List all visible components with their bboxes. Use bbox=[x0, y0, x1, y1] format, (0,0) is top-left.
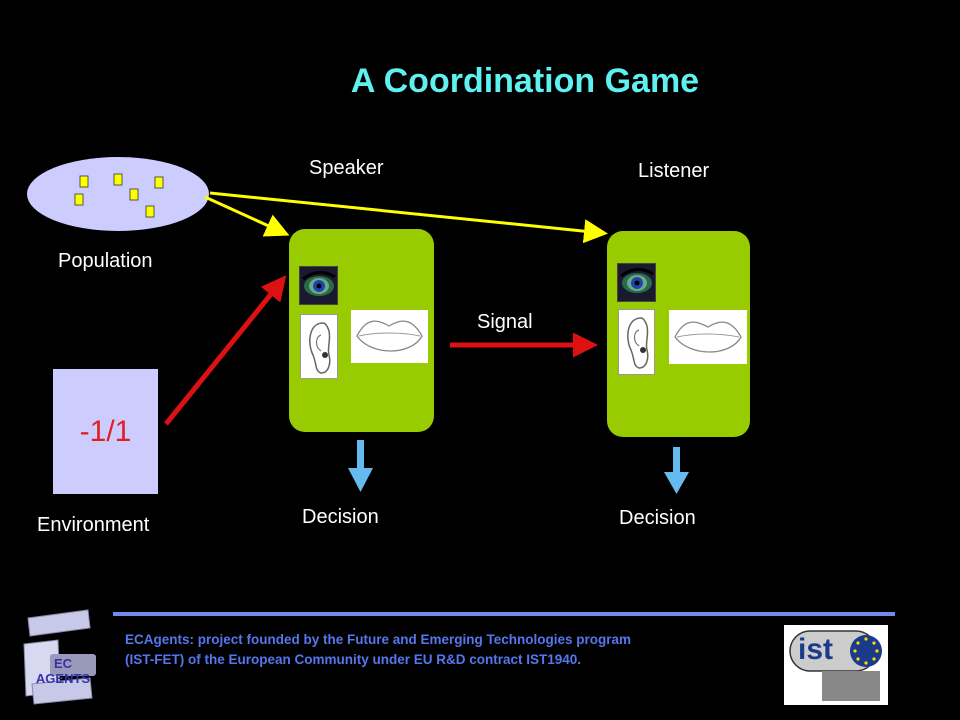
environment-value: -1/1 bbox=[79, 414, 132, 448]
slide-title: A Coordination Game bbox=[350, 62, 700, 100]
footer-line-2: (IST-FET) of the European Community unde… bbox=[125, 652, 582, 667]
population-agent bbox=[154, 176, 164, 189]
footer-text: ECAgents: project founded by the Future … bbox=[125, 630, 765, 670]
population-agent bbox=[113, 173, 123, 186]
environment-box: -1/1 bbox=[53, 369, 158, 494]
eye-icon bbox=[299, 266, 338, 305]
ist-logo-text: ist bbox=[798, 633, 834, 666]
population-agent bbox=[79, 175, 89, 188]
population-to-speaker-arrow bbox=[204, 195, 290, 237]
listener-label: Listener bbox=[638, 160, 710, 182]
ecagents-logo-icon: EC AGENTS bbox=[18, 606, 98, 714]
ecagents-logo-text: EC AGENTS bbox=[35, 656, 91, 686]
population-ellipse bbox=[27, 157, 209, 231]
population-agent bbox=[74, 193, 84, 206]
environment-label: Environment bbox=[37, 514, 150, 536]
population-agent bbox=[145, 205, 155, 218]
footer-divider bbox=[113, 612, 895, 616]
eye-icon bbox=[617, 263, 656, 302]
speaker-agent bbox=[289, 229, 434, 432]
speaker-decision-arrow bbox=[348, 440, 373, 492]
ear-icon bbox=[618, 309, 655, 375]
listener-decision-arrow bbox=[664, 447, 689, 494]
listener-decision-label: Decision bbox=[619, 507, 696, 529]
footer-line-1: ECAgents: project founded by the Future … bbox=[125, 632, 632, 647]
signal-label: Signal bbox=[477, 311, 533, 333]
population-to-listener-arrow bbox=[209, 191, 608, 244]
speaker-label: Speaker bbox=[309, 157, 384, 179]
environment-to-speaker-arrow bbox=[164, 275, 287, 426]
population-agents bbox=[74, 173, 164, 218]
listener-agent bbox=[607, 231, 750, 437]
mouth-icon bbox=[669, 310, 747, 364]
mouth-icon bbox=[351, 310, 428, 363]
ist-logo-icon: ist bbox=[784, 625, 888, 705]
population-label: Population bbox=[58, 250, 153, 272]
population-agent bbox=[129, 188, 139, 201]
speaker-decision-label: Decision bbox=[302, 506, 379, 528]
ear-icon bbox=[300, 314, 338, 379]
